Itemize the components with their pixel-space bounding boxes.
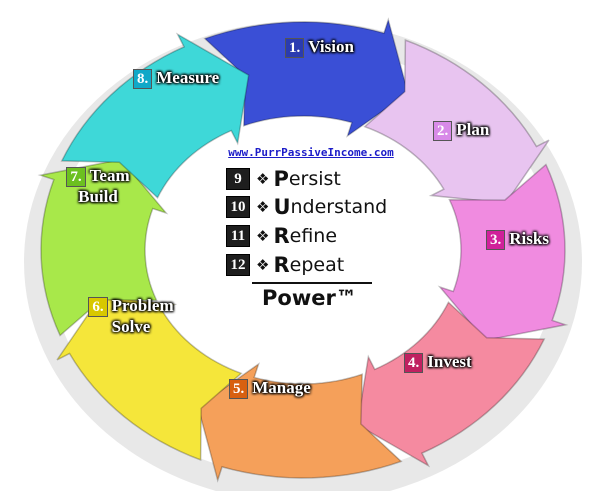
arrow-segment-5 [197, 362, 403, 483]
diamond-bullet-icon: ❖ [256, 256, 270, 274]
step-1-label: 1.Vision [285, 37, 354, 58]
step-1-number: 1. [285, 38, 305, 58]
pur-word-rest: ersist [288, 168, 341, 190]
step-2-number: 2. [433, 121, 453, 141]
step-6-number: 6. [88, 297, 108, 317]
pur-number: 11 [226, 225, 250, 247]
arrow-segment-6 [56, 296, 243, 461]
arrow-segment-1 [203, 17, 409, 138]
pur-number: 10 [226, 196, 250, 218]
step-5-label: 5.Manage [229, 378, 311, 399]
step-7-label: 7.Team Build [58, 166, 138, 207]
step-2-text: Plan [456, 120, 490, 139]
step-3-text: Risks [509, 229, 549, 248]
step-4-text: Invest [427, 352, 472, 371]
step-5-number: 5. [229, 379, 249, 399]
pur-number: 9 [226, 168, 250, 190]
pur-word-rest: efine [289, 225, 338, 247]
arrow-segment-2 [363, 39, 550, 204]
step-4-number: 4. [404, 353, 424, 373]
step-3-number: 3. [486, 230, 506, 250]
step-3-label: 3.Risks [486, 229, 549, 250]
arrow-segment-7 [37, 158, 169, 337]
power-divider [252, 282, 372, 284]
arrow-segment-3 [437, 163, 569, 342]
step-4-label: 4.Invest [404, 352, 472, 373]
diamond-bullet-icon: ❖ [256, 227, 270, 245]
pur-word-rest: epeat [289, 254, 345, 276]
step-1-text: Vision [308, 37, 354, 56]
website-link[interactable]: www.PurrPassiveIncome.com [228, 146, 394, 159]
pur-word-rest: nderstand [290, 196, 388, 218]
step-5-text: Manage [252, 378, 311, 397]
power-title: Power™ [262, 286, 357, 310]
pur-initial: R [273, 253, 290, 277]
step-7-text: Team Build [78, 166, 130, 206]
pur-number: 12 [226, 254, 250, 276]
step-6-label: 6.Problem Solve [72, 296, 190, 337]
diamond-bullet-icon: ❖ [256, 198, 270, 216]
diamond-bullet-icon: ❖ [256, 170, 270, 188]
step-7-number: 7. [66, 167, 86, 187]
pur-initial: P [273, 167, 289, 191]
step-8-label: 8.Measure [133, 68, 219, 89]
step-2-label: 2.Plan [433, 120, 489, 141]
pur-initial: U [273, 195, 291, 219]
pur-initial: R [273, 224, 290, 248]
step-8-text: Measure [156, 68, 220, 87]
arrow-segment-4 [356, 301, 546, 468]
step-6-text: Problem Solve [111, 296, 174, 336]
arrow-segment-8 [60, 32, 250, 199]
step-8-number: 8. [133, 69, 153, 89]
